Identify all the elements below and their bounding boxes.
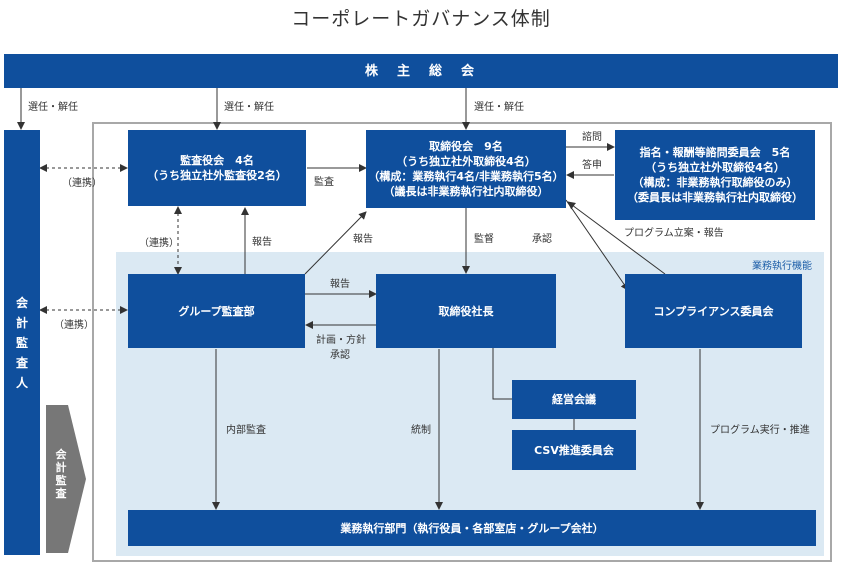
supervise-label: 監督 [474, 234, 494, 245]
elect-label: 選任・解任 [224, 102, 274, 113]
csv-committee-box: CSV推進委員会 [512, 430, 636, 470]
committee-title: 指名・報酬等諮問委員会 5名 [639, 146, 791, 159]
approve-arrow [565, 199, 629, 291]
committee-detail: （うち独立社外取締役4名） [645, 161, 785, 174]
president-to-meeting [492, 348, 512, 400]
board-detail: （うち独立社外取締役4名） [396, 155, 536, 168]
board-title: 取締役会 9名 [429, 140, 503, 153]
auditor-char: 監 [15, 335, 28, 350]
accounting-audit-char: 監 [55, 474, 67, 487]
audit-board-box: 監査役会 4名 （うち独立社外監査役2名） [128, 130, 306, 206]
audit-board-title: 監査役会 4名 [180, 154, 254, 167]
board-of-directors-box: 取締役会 9名 （うち独立社外取締役4名） （構成：業務執行4名/非業務執行5名… [366, 130, 566, 208]
program-plan-label: プログラム立案・報告 [624, 228, 724, 239]
plan-policy-label: 計画・方針 [316, 335, 366, 346]
plan-approve-label: 承認 [330, 350, 350, 361]
group-audit-box: グループ監査部 [128, 274, 305, 348]
respond-label: 答申 [582, 160, 602, 171]
accounting-audit-char: 計 [55, 461, 67, 474]
elect-label: 選任・解任 [474, 102, 524, 113]
audit-label: 監査 [314, 177, 334, 188]
program-plan-arrow [567, 201, 666, 275]
shareholders-meeting: 株 主 総 会 [4, 54, 838, 88]
business-execution-label: 業務執行機能 [752, 261, 812, 272]
business-divisions-box: 業務執行部門（執行役員・各部室店・グループ会社） [128, 510, 816, 546]
audit-board-detail: （うち独立社外監査役2名） [147, 169, 287, 182]
compliance-committee-box: コンプライアンス委員会 [625, 274, 802, 348]
report-groupaudit-board [304, 211, 367, 275]
page-title: コーポレートガバナンス体制 [291, 8, 551, 30]
program-exec-label: プログラム実行・推進 [710, 425, 810, 436]
coop-label: （連携） [54, 320, 94, 331]
auditor-char: 会 [15, 295, 28, 310]
accounting-audit-label: 会計監査 [53, 448, 69, 500]
board-composition: （構成：業務執行4名/非業務執行5名） [368, 170, 564, 183]
accounting-audit-char: 会 [55, 448, 67, 461]
elect-label: 選任・解任 [28, 102, 78, 113]
committee-chair: （委員長は非業務執行社内取締役） [627, 191, 803, 204]
accounting-audit-char: 査 [55, 487, 67, 500]
internal-audit-label: 内部監査 [226, 425, 266, 436]
approve-label: 承認 [532, 234, 552, 245]
auditor-char: 人 [15, 375, 28, 390]
coop-label: （連携） [139, 238, 179, 249]
president-box: 取締役社長 [376, 274, 556, 348]
consult-label: 諮問 [582, 132, 602, 143]
auditor-char: 査 [15, 355, 28, 370]
report-label: 報告 [353, 234, 373, 245]
coop-label: （連携） [62, 178, 102, 189]
accounting-audit-arrow-icon [46, 405, 86, 553]
board-chair: （議長は非業務執行社内取締役） [383, 185, 549, 198]
report-label: 報告 [252, 237, 272, 248]
nomination-committee-box: 指名・報酬等諮問委員会 5名 （うち独立社外取締役4名） （構成：非業務執行取締… [615, 130, 815, 220]
accounting-auditor: 会 計 監 査 人 [4, 130, 40, 555]
committee-composition: （構成：非業務執行取締役のみ） [632, 176, 798, 189]
auditor-char: 計 [15, 315, 28, 330]
management-meeting-box: 経営会議 [512, 380, 636, 419]
report-label: 報告 [330, 279, 350, 290]
control-label: 統制 [411, 425, 431, 436]
